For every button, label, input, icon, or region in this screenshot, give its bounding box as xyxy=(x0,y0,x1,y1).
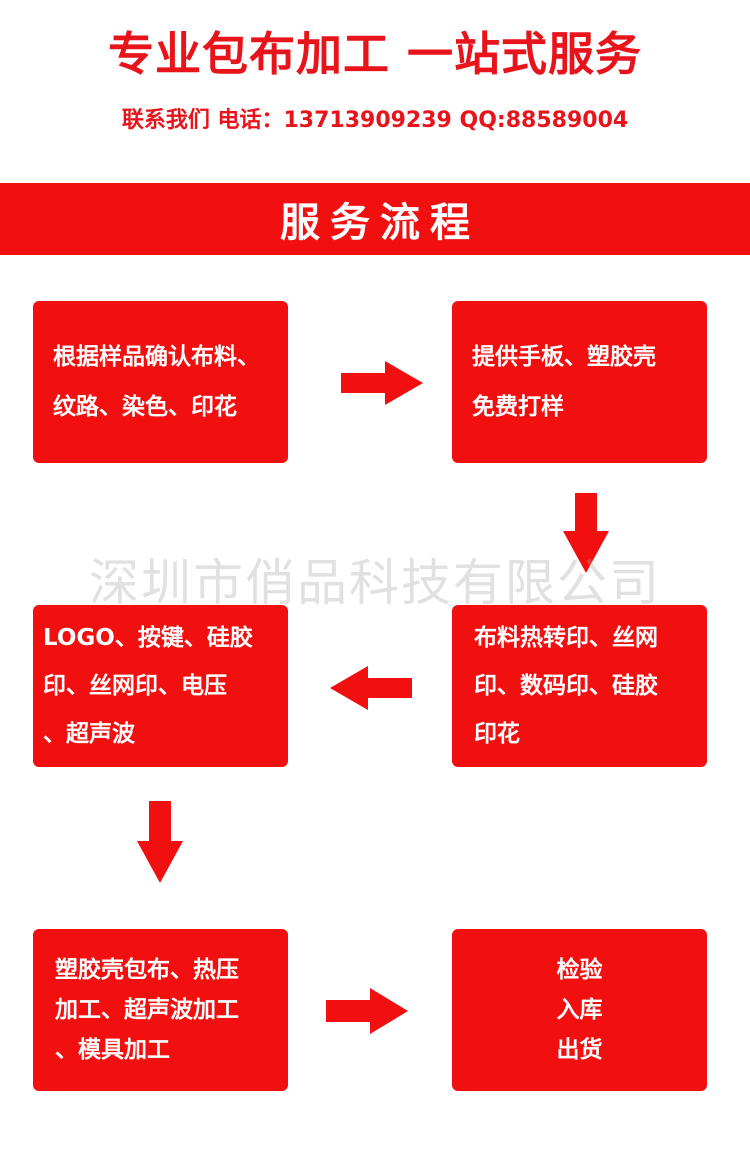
step-text-line: 免费打样 xyxy=(472,394,564,420)
step-text-line: 根据样品确认布料、 xyxy=(53,344,260,370)
step-text-line: 布料热转印、丝网 xyxy=(474,625,658,651)
right-arrow-icon xyxy=(326,988,408,1034)
down-arrow-icon xyxy=(563,493,609,573)
section-banner: 服务流程 xyxy=(0,183,750,255)
step-box-logo-printing: LOGO、按键、硅胶 印、丝网印、电压 、超声波 xyxy=(33,605,288,767)
step-text-line: 印、数码印、硅胶 xyxy=(474,673,658,699)
step-box-confirm-fabric: 根据样品确认布料、 纹路、染色、印花 xyxy=(33,301,288,463)
step-box-fabric-printing: 布料热转印、丝网 印、数码印、硅胶 印花 xyxy=(452,605,707,767)
contact-info: 联系我们 电话：13713909239 QQ:88589004 xyxy=(121,108,629,133)
step-box-free-sample: 提供手板、塑胶壳 免费打样 xyxy=(452,301,707,463)
step-text-line: 提供手板、塑胶壳 xyxy=(472,344,656,370)
step-text-line: 出货 xyxy=(556,1037,603,1063)
step-text-line: 塑胶壳包布、热压 xyxy=(55,957,239,983)
step-text-line: 印、丝网印、电压 xyxy=(43,673,227,699)
right-arrow-icon xyxy=(341,361,423,405)
step-text-line: 纹路、染色、印花 xyxy=(53,394,237,420)
step-box-inspection-shipping: 检验 入库 出货 xyxy=(452,929,707,1091)
left-arrow-icon xyxy=(330,666,412,710)
section-title: 服务流程 xyxy=(280,200,480,246)
step-text-line: 加工、超声波加工 xyxy=(55,997,239,1023)
step-text-line: 印花 xyxy=(474,721,520,747)
step-text-line: 、超声波 xyxy=(43,721,135,747)
step-text-line: 入库 xyxy=(556,997,603,1023)
company-watermark: 深圳市俏品科技有限公司 xyxy=(89,554,661,612)
down-arrow-icon xyxy=(137,801,183,883)
page-title: 专业包布加工 一站式服务 xyxy=(107,27,642,81)
step-box-shell-wrapping: 塑胶壳包布、热压 加工、超声波加工 、模具加工 xyxy=(33,929,288,1091)
step-text-line: 检验 xyxy=(556,957,603,983)
step-text-line: 、模具加工 xyxy=(55,1037,170,1063)
step-text-line: LOGO、按键、硅胶 xyxy=(43,625,253,651)
